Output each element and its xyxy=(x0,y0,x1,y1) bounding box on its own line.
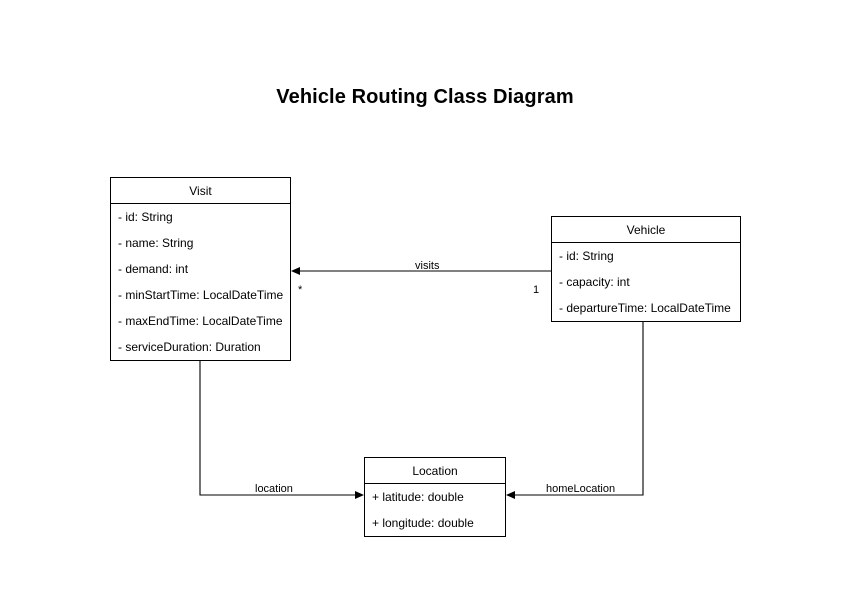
class-name-visit: Visit xyxy=(111,178,290,204)
multiplicity-vehicle: 1 xyxy=(533,284,540,296)
attribute-row: + longitude: double xyxy=(372,516,474,530)
edge-label-visits: visits xyxy=(415,260,440,272)
class-attributes-visit: - id: String - name: String - demand: in… xyxy=(111,204,290,360)
attribute-row: - departureTime: LocalDateTime xyxy=(559,301,731,315)
class-attributes-location: + latitude: double + longitude: double xyxy=(365,484,505,536)
class-box-visit[interactable]: Visit - id: String - name: String - dema… xyxy=(110,177,291,361)
page-title: Vehicle Routing Class Diagram xyxy=(276,86,574,108)
class-attributes-vehicle: - id: String - capacity: int - departure… xyxy=(552,243,740,321)
attribute-row: - name: String xyxy=(118,236,194,250)
class-box-location[interactable]: Location + latitude: double + longitude:… xyxy=(364,457,506,537)
multiplicity-visit: * xyxy=(298,284,303,296)
edge-visits xyxy=(291,267,551,275)
class-name-vehicle: Vehicle xyxy=(552,217,740,243)
attribute-row: + latitude: double xyxy=(372,490,464,504)
edge-home-location xyxy=(506,322,644,499)
edge-label-location: location xyxy=(255,483,293,495)
attribute-row: - demand: int xyxy=(118,262,189,276)
attribute-row: - maxEndTime: LocalDateTime xyxy=(118,314,283,328)
attribute-row: - serviceDuration: Duration xyxy=(118,340,261,354)
attribute-row: - id: String xyxy=(118,210,173,224)
attribute-row: - id: String xyxy=(559,249,614,263)
class-name-location: Location xyxy=(365,458,505,484)
attribute-row: - capacity: int xyxy=(559,275,630,289)
attribute-row: - minStartTime: LocalDateTime xyxy=(118,288,284,302)
class-box-vehicle[interactable]: Vehicle - id: String - capacity: int - d… xyxy=(551,216,741,322)
edge-location xyxy=(199,361,364,499)
edge-label-home-location: homeLocation xyxy=(546,483,616,495)
